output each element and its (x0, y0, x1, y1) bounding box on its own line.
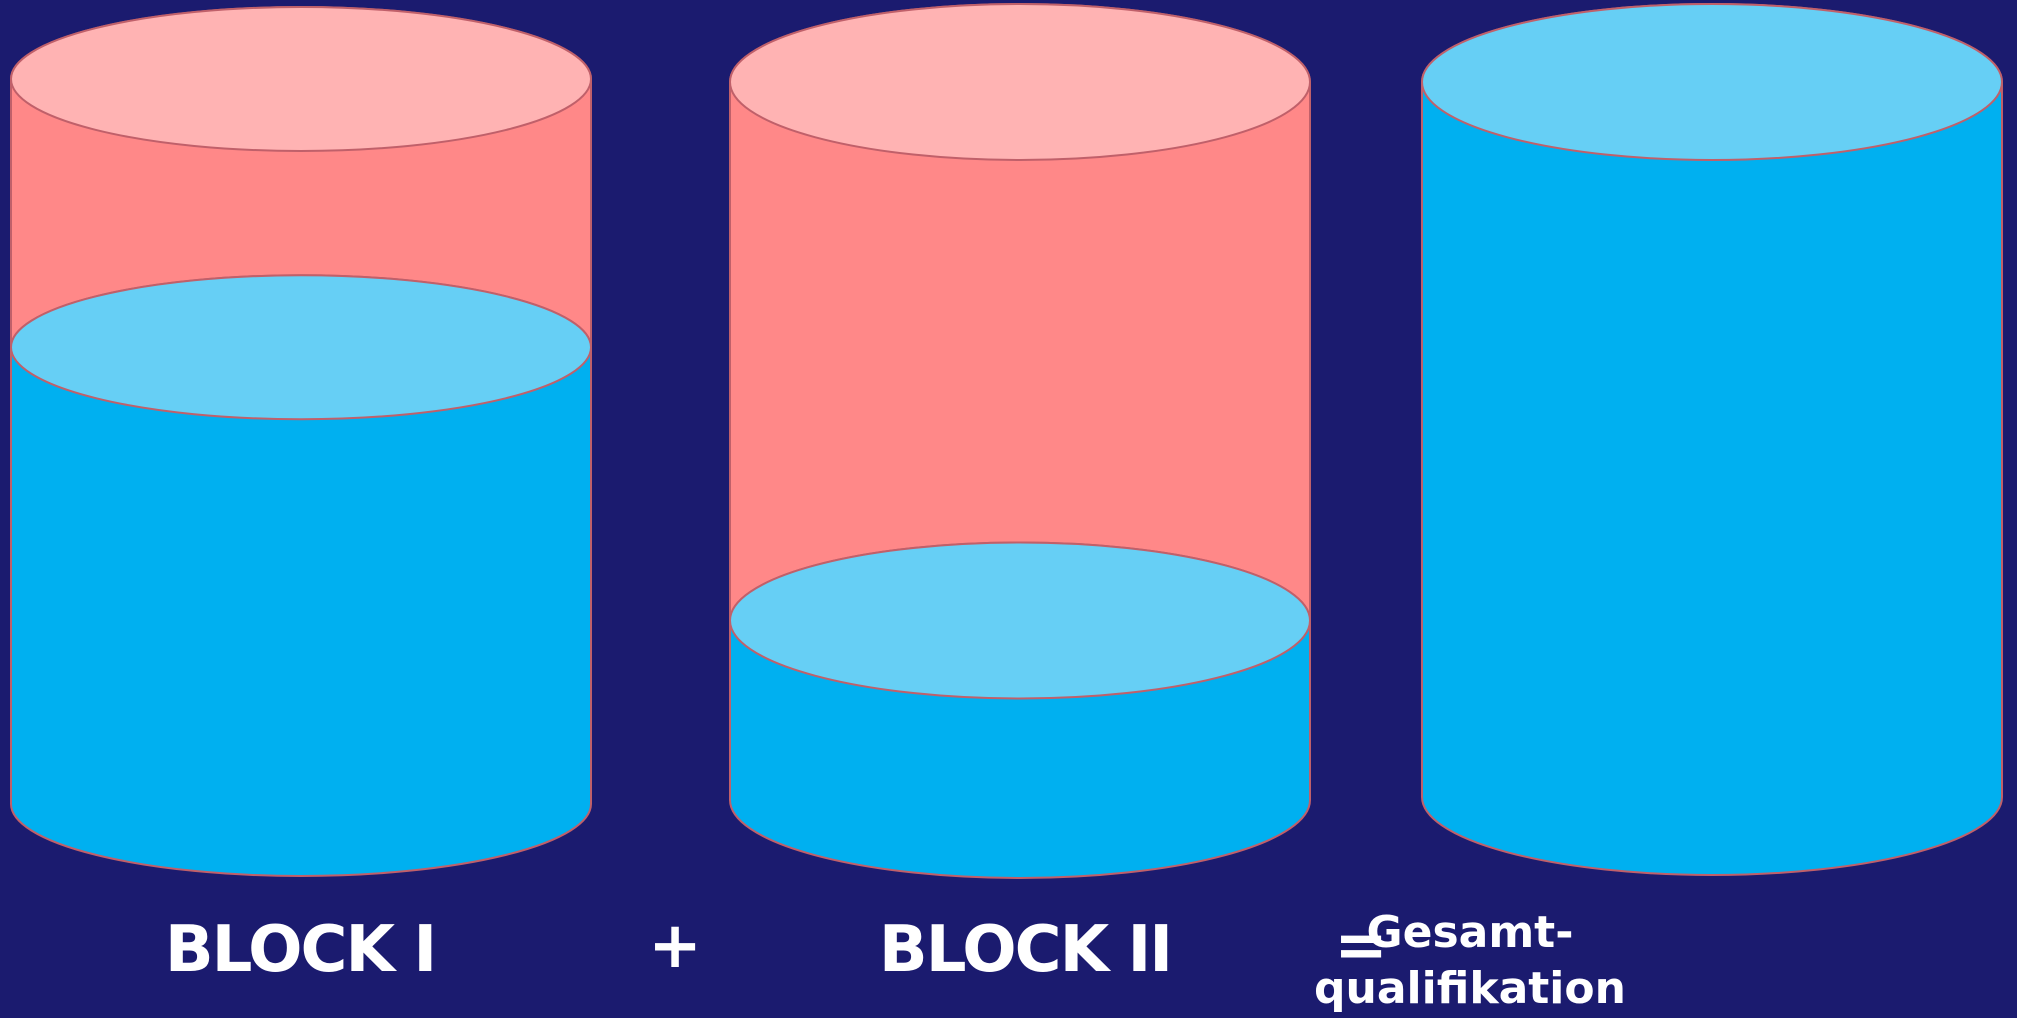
total-label-line-1: Gesamt- (1366, 907, 1574, 958)
block-2-fill-surface (729, 541, 1311, 700)
plus-operator: + (648, 909, 702, 983)
block-1-label: BLOCK I (164, 913, 437, 987)
block-2-top-rim (729, 3, 1311, 161)
block-1-top-rim (10, 6, 592, 152)
block-1-fill-surface (10, 274, 592, 421)
total-qualification-cylinder (1421, 3, 2003, 876)
block-2-label: BLOCK II (878, 913, 1173, 987)
total-label-line-2: qualifikation (1314, 963, 1626, 1014)
total-fill-surface (1421, 3, 2003, 161)
equals-operator: = (1334, 909, 1388, 983)
total-qualification-label: Gesamt- qualifikation (1220, 905, 1720, 1017)
block-2-cylinder (729, 3, 1311, 879)
block-1-cylinder (10, 6, 592, 877)
